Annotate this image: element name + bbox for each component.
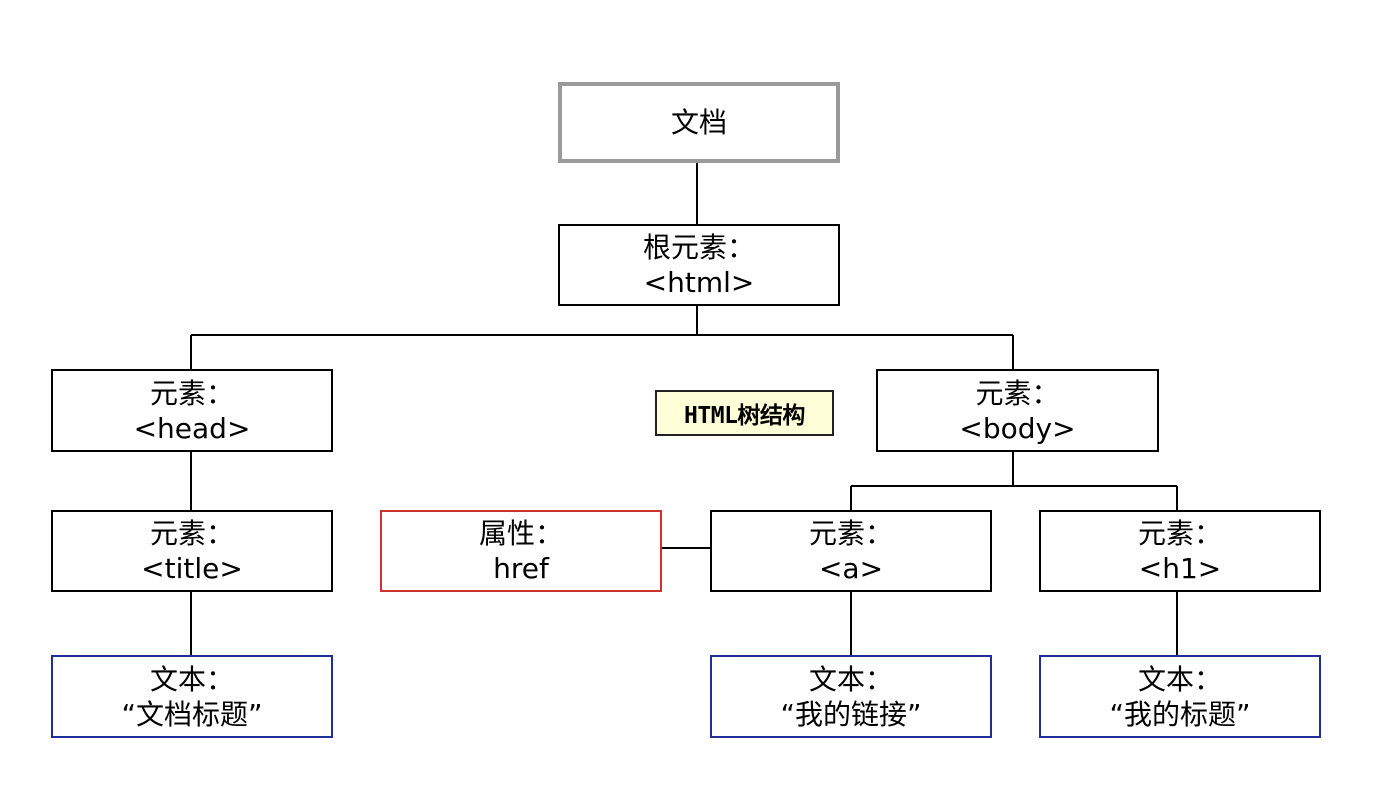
a-node-tag: <a> — [818, 552, 884, 585]
title-text-label: 文本： — [149, 662, 234, 696]
diagram-caption: HTML树结构 — [655, 390, 834, 436]
document-node: 文档 — [558, 82, 840, 163]
heading-text-label: 文本： — [1137, 662, 1222, 696]
link-text-value: “我的链接” — [780, 697, 922, 731]
document-node-label: 文档 — [670, 106, 727, 139]
h1-node-tag: <h1> — [1138, 552, 1222, 585]
title-node-tag: <title> — [141, 552, 243, 585]
html-node-tag: <html> — [643, 266, 755, 299]
a-element-node: 元素： <a> — [710, 510, 992, 592]
title-node-label: 元素： — [149, 517, 234, 550]
heading-text-value: “我的标题” — [1109, 697, 1251, 731]
a-node-label: 元素： — [808, 517, 893, 550]
title-text-value: “文档标题” — [121, 697, 263, 731]
attribute-node-name: href — [493, 552, 549, 585]
h1-node-label: 元素： — [1137, 517, 1222, 550]
link-text-node: 文本： “我的链接” — [710, 655, 992, 738]
body-node-label: 元素： — [975, 376, 1060, 410]
body-node-tag: <body> — [959, 411, 1076, 445]
title-text-node: 文本： “文档标题” — [51, 655, 333, 738]
h1-element-node: 元素： <h1> — [1039, 510, 1321, 592]
head-node-tag: <head> — [133, 411, 251, 445]
head-node-label: 元素： — [149, 376, 234, 410]
title-element-node: 元素： <title> — [51, 510, 333, 592]
html-node-label: 根元素： — [642, 231, 755, 264]
href-attribute-node: 属性： href — [380, 510, 662, 592]
html-root-element-node: 根元素： <html> — [558, 224, 840, 306]
heading-text-node: 文本： “我的标题” — [1039, 655, 1321, 738]
attribute-node-label: 属性： — [478, 517, 563, 550]
link-text-label: 文本： — [808, 662, 893, 696]
head-element-node: 元素： <head> — [51, 369, 333, 452]
body-element-node: 元素： <body> — [876, 369, 1159, 452]
